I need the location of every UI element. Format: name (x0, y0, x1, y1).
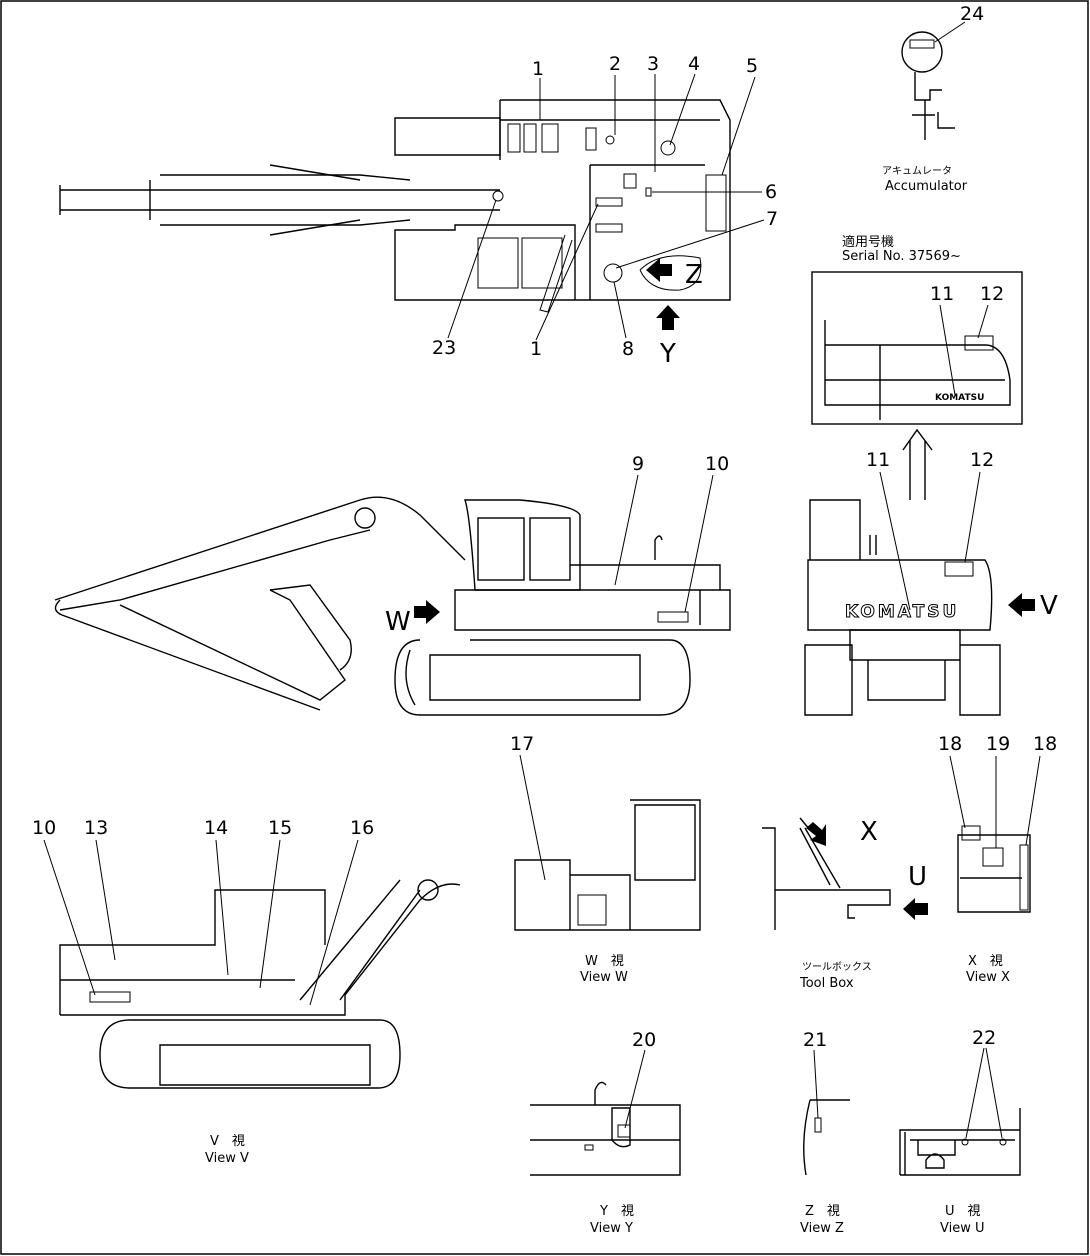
callout-number: 13 (84, 817, 108, 839)
callout-number: 19 (986, 733, 1010, 755)
label-text: View W (580, 970, 628, 985)
label-text: V (1040, 591, 1058, 621)
arrow-u-icon (903, 898, 928, 920)
callout-number: 10 (32, 817, 56, 839)
callout-number: 10 (705, 453, 729, 475)
callout-number: 22 (972, 1027, 996, 1049)
view-v-drawing: 10 13 14 15 16 V 視 View V (32, 817, 461, 1166)
callout-number: 11 (866, 449, 890, 471)
top-view-callouts: 1 2 3 4 5 6 7 1 8 23 Z Y (432, 53, 778, 369)
arrow-v-icon (1008, 593, 1035, 617)
callout-number: 5 (746, 55, 758, 77)
label-text: X 視 (968, 954, 1003, 969)
callout-number: 24 (960, 3, 984, 25)
callout-number: 12 (970, 449, 994, 471)
arrow-x-icon (806, 822, 826, 846)
label-text: KOMATSU (845, 602, 959, 622)
callout-number: 7 (766, 208, 778, 230)
callout-number: 14 (204, 817, 228, 839)
callout-number: 3 (647, 53, 659, 75)
callout-number: 2 (609, 53, 621, 75)
label-text: Z 視 (805, 1204, 840, 1219)
rear-view-drawing: KOMATSU V 11 12 (804, 449, 1058, 716)
callout-number: 1 (530, 338, 542, 360)
label-text: 適用号機 (842, 234, 894, 250)
arrow-w-icon (414, 600, 440, 624)
callout-number: 17 (510, 733, 534, 755)
label-text: Serial No. 37569~ (842, 249, 961, 264)
accumulator-drawing: 24 アキュムレータ Accumulator (882, 3, 984, 194)
callout-number: 8 (622, 338, 634, 360)
callout-number: 4 (688, 53, 700, 75)
label-text: View Z (800, 1221, 844, 1236)
label-text: View Y (590, 1221, 633, 1236)
view-x-drawing: 18 19 18 X 視 View X (938, 733, 1057, 985)
callout-number: 20 (632, 1029, 656, 1051)
label-text: X (860, 817, 878, 847)
label-text: KOMATSU (935, 393, 984, 403)
callout-number: 23 (432, 337, 456, 359)
view-u-drawing: 22 U 視 View U (899, 1027, 1021, 1236)
label-text: U 視 (945, 1204, 981, 1219)
label-text: U (908, 862, 927, 892)
callout-number: 15 (268, 817, 292, 839)
label-text: Y (659, 339, 676, 369)
view-z-drawing: 21 Z 視 View Z (800, 1029, 850, 1236)
callout-number: 21 (803, 1029, 827, 1051)
callout-number: 9 (632, 453, 644, 475)
label-text: Y 視 (599, 1204, 634, 1219)
label-text: View U (940, 1221, 985, 1236)
label-text: W 視 (585, 954, 624, 969)
label-text: V 視 (210, 1134, 245, 1149)
callout-number: 6 (765, 181, 777, 203)
label-text: アキュムレータ (882, 165, 952, 177)
label-text: Accumulator (885, 179, 968, 194)
label-text: ツールボックス (802, 961, 872, 973)
arrow-z-icon (646, 258, 672, 282)
view-w-drawing: 17 W 視 View W (510, 733, 701, 985)
label-text: Z (685, 260, 703, 290)
side-view-drawing: W 9 10 (54, 453, 731, 716)
callout-number: 16 (350, 817, 374, 839)
callout-number: 12 (980, 283, 1004, 305)
label-text: View X (966, 970, 1010, 985)
callout-number: 11 (930, 283, 954, 305)
label-text: Tool Box (799, 976, 854, 991)
label-text: W (385, 607, 411, 637)
arrow-y-icon (656, 305, 680, 330)
callout-number: 1 (532, 58, 544, 80)
top-view-drawing (59, 99, 731, 330)
label-text: View V (205, 1151, 249, 1166)
callout-number: 18 (938, 733, 962, 755)
tool-box-drawing: X U ツールボックス Tool Box (762, 817, 928, 991)
view-y-drawing: 20 Y 視 View Y (530, 1029, 681, 1236)
callout-number: 18 (1033, 733, 1057, 755)
serial-detail: 適用号機 Serial No. 37569~ KOMATSU 11 12 (811, 234, 1023, 500)
